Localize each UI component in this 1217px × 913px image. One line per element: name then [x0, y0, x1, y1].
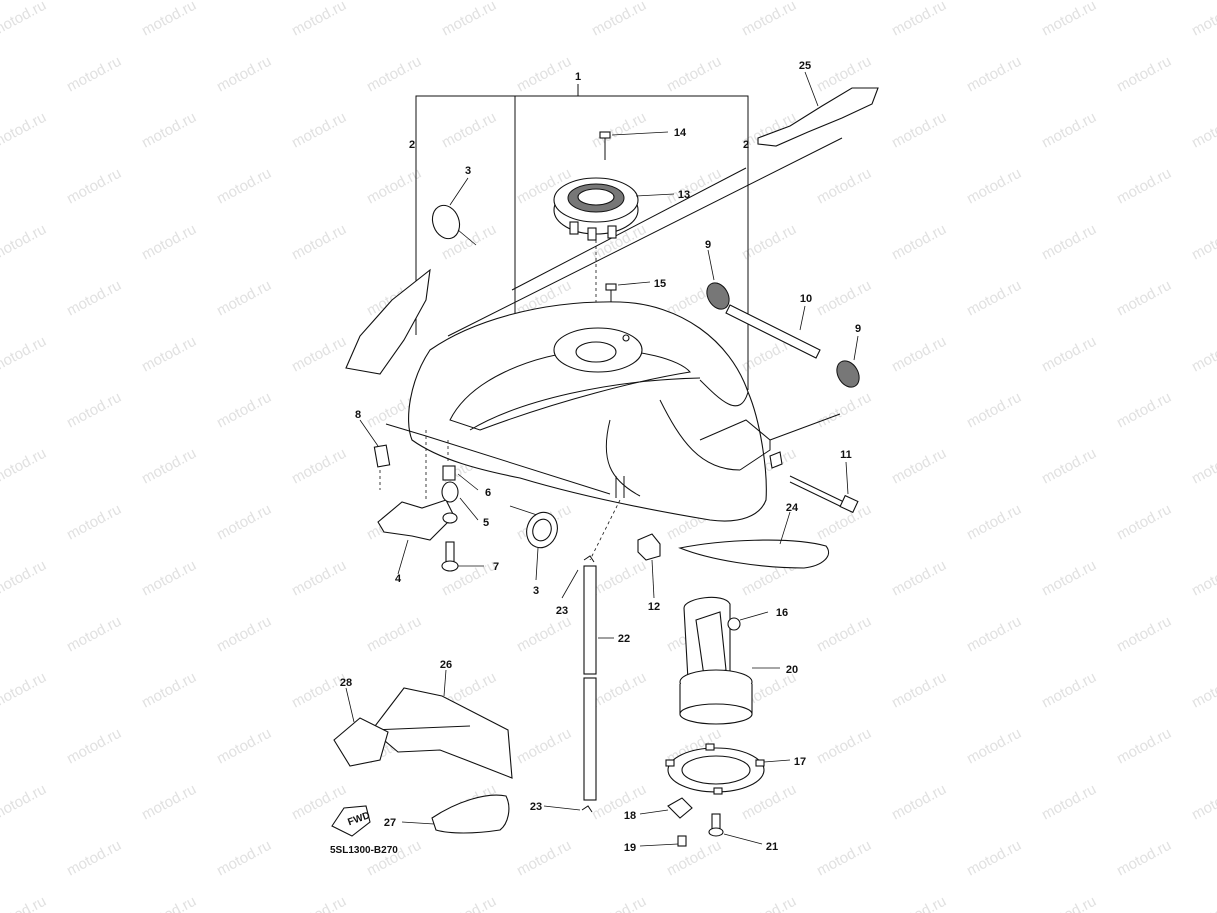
callout-12: 12: [648, 601, 660, 613]
part-23-hose-clip-lower: [543, 805, 593, 813]
part-18-clamp: [639, 797, 693, 819]
callout-22: 22: [618, 633, 630, 645]
part-19-screw: [639, 835, 687, 847]
callout-13: 13: [678, 189, 690, 201]
callout-4: 4: [395, 573, 402, 585]
part-26-inner-panel: [371, 669, 513, 779]
side-panel-strip-left: [345, 268, 431, 375]
callout-18: 18: [624, 810, 636, 822]
part-20-fuel-pump: [679, 596, 780, 725]
callout-labels: 1 2 2 3 3 4 5 6 7 8 9 9 10 11 12 13 14 1…: [340, 60, 861, 854]
assembly-bracket: [415, 84, 749, 390]
callout-19: 19: [624, 842, 636, 854]
callout-20: 20: [786, 664, 798, 676]
part-9-collar-upper: [706, 249, 730, 310]
part-23-hose-clip-upper: [561, 555, 595, 599]
part-25-trim-strip: [757, 71, 879, 147]
callout-24: 24: [786, 502, 799, 514]
part-7-bolt: [441, 541, 484, 572]
callout-14: 14: [674, 127, 687, 139]
callout-16: 16: [776, 607, 788, 619]
callout-23-lower: 23: [530, 801, 542, 813]
callout-17: 17: [794, 756, 806, 768]
part-16-hose-fitting: [727, 611, 769, 631]
part-22-hose: [583, 499, 621, 801]
callout-15: 15: [654, 278, 666, 290]
part-13-fuel-cap: [553, 177, 675, 330]
callout-3-upper: 3: [465, 165, 471, 177]
part-15-bolt: [605, 281, 651, 310]
callout-3-lower: 3: [533, 585, 539, 597]
part-4-bracket: [377, 499, 455, 575]
callout-21: 21: [766, 841, 778, 853]
callout-26: 26: [440, 659, 452, 671]
callout-10: 10: [800, 293, 812, 305]
callout-11: 11: [840, 449, 852, 461]
guide-lines: [447, 137, 843, 337]
part-24-side-cover: [678, 511, 830, 569]
part-9-collar-lower: [836, 335, 860, 388]
callout-7: 7: [493, 561, 499, 573]
callout-28: 28: [340, 677, 352, 689]
part-1-fuel-tank: [385, 301, 841, 522]
callout-2-right: 2: [743, 139, 749, 151]
callout-27: 27: [384, 817, 396, 829]
part-8-bolt: [359, 419, 391, 490]
callout-9-lower: 9: [855, 323, 861, 335]
callout-5: 5: [483, 517, 489, 529]
part-10-pipe: [725, 304, 821, 359]
fwd-arrow-icon: FWD: [331, 805, 372, 837]
part-28-side-panel: [333, 687, 389, 767]
callout-6: 6: [485, 487, 491, 499]
part-17-pump-plate: [665, 743, 791, 795]
part-27-lower-panel: [401, 794, 510, 834]
part-3-rubber-cap-upper: [431, 177, 477, 246]
callout-9-upper: 9: [705, 239, 711, 251]
drawing-code: 5SL1300-B270: [330, 845, 398, 856]
part-5-damper: [441, 481, 479, 524]
part-12-clip: [637, 533, 661, 599]
part-11-bolt: [789, 461, 859, 514]
part-6-collar: [425, 430, 479, 500]
callout-8: 8: [355, 409, 361, 421]
callout-1: 1: [575, 71, 581, 83]
callout-25: 25: [799, 60, 811, 72]
callout-2-left: 2: [409, 139, 415, 151]
part-3-rubber-cap-lower: [526, 511, 558, 581]
part-21-bolt: [708, 813, 763, 845]
part-14-bolt: [599, 131, 669, 160]
callout-23-upper: 23: [556, 605, 568, 617]
